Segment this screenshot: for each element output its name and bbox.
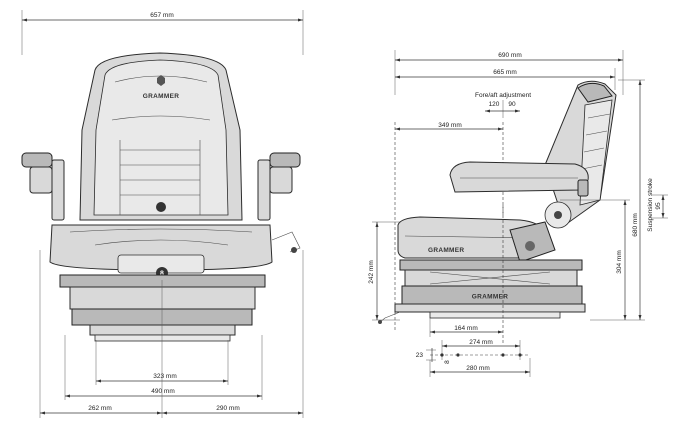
dim-overall-depth: 690 mm [394, 50, 624, 95]
dim-overall-depth-label: 690 mm [498, 52, 521, 59]
dim-total-width-label: 657 mm [150, 12, 173, 19]
dim-cushion-height: 242 mm [368, 221, 400, 321]
front-adjust-lever [271, 231, 301, 253]
front-armrest-left [21, 152, 65, 221]
dim-overall-height-label: 680 mm [632, 213, 639, 236]
dim-seat-to-back-label: 349 mm [438, 122, 461, 129]
front-badge-text: 8 [160, 271, 164, 278]
front-brand-logo-icon [157, 75, 165, 86]
side-view: 690 mm 665 mm Fore/aft adjustment 120 90 [368, 50, 668, 377]
dim-rail-total-label: 280 mm [466, 365, 489, 372]
dim-rail-length: 164 mm [429, 318, 503, 337]
dim-rail-total: 280 mm [429, 358, 531, 377]
dim-rail-spacing-label: 323 mm [153, 373, 176, 380]
fore-aft-forward-value: 90 [508, 101, 516, 108]
dim-rail-offset-label: 23 [416, 352, 424, 359]
fore-aft-label: Fore/aft adjustment [475, 92, 531, 99]
dim-rail-holes: 23 8 [416, 348, 530, 364]
dim-rail-length-label: 164 mm [454, 325, 477, 332]
dim-cushion-depth: 665 mm [395, 68, 616, 90]
side-seat-body: GRAMMER GRAMMER [378, 80, 617, 324]
dim-offsets: 262 mm 290 mm [39, 250, 304, 418]
dim-base-width-label: 490 mm [151, 388, 174, 395]
dim-rail-small-label: 8 [444, 360, 451, 364]
dim-suspension-stroke: Suspension stroke 95 [647, 178, 668, 232]
dim-base-width: 490 mm [64, 335, 263, 400]
dim-cushion-height-label: 242 mm [368, 260, 375, 283]
dim-right-offset-label: 290 mm [216, 405, 239, 412]
front-backrest: GRAMMER [79, 52, 243, 221]
dim-rail-hole-spacing: 274 mm [441, 339, 521, 360]
dim-pivot-height-label: 304 mm [616, 250, 623, 273]
dim-cushion-depth-label: 665 mm [493, 69, 516, 76]
front-suspension-base [59, 274, 266, 342]
dim-total-width: 657 mm [21, 10, 304, 55]
suspension-stroke-label: Suspension stroke [647, 178, 654, 232]
suspension-stroke-value: 95 [655, 202, 662, 210]
side-brand-text: GRAMMER [472, 294, 508, 301]
side-brand-small-text: GRAMMER [428, 247, 464, 254]
fore-aft-back-value: 120 [489, 101, 500, 108]
dim-left-offset-label: 262 mm [88, 405, 111, 412]
dim-overall-height: 680 mm [590, 79, 645, 321]
front-seat-cushion: 8 [49, 224, 273, 279]
dim-rail-hole-spacing-label: 274 mm [469, 339, 492, 346]
recline-knob-icon [554, 211, 562, 219]
front-brand-text: GRAMMER [143, 93, 179, 100]
dim-fore-aft: Fore/aft adjustment 120 90 [475, 92, 531, 118]
front-view: 657 mm GRAMMER [21, 10, 304, 418]
front-backrest-knob-icon [156, 202, 166, 212]
dim-pivot-height: 304 mm [560, 199, 630, 320]
front-armrest-right [257, 152, 301, 221]
